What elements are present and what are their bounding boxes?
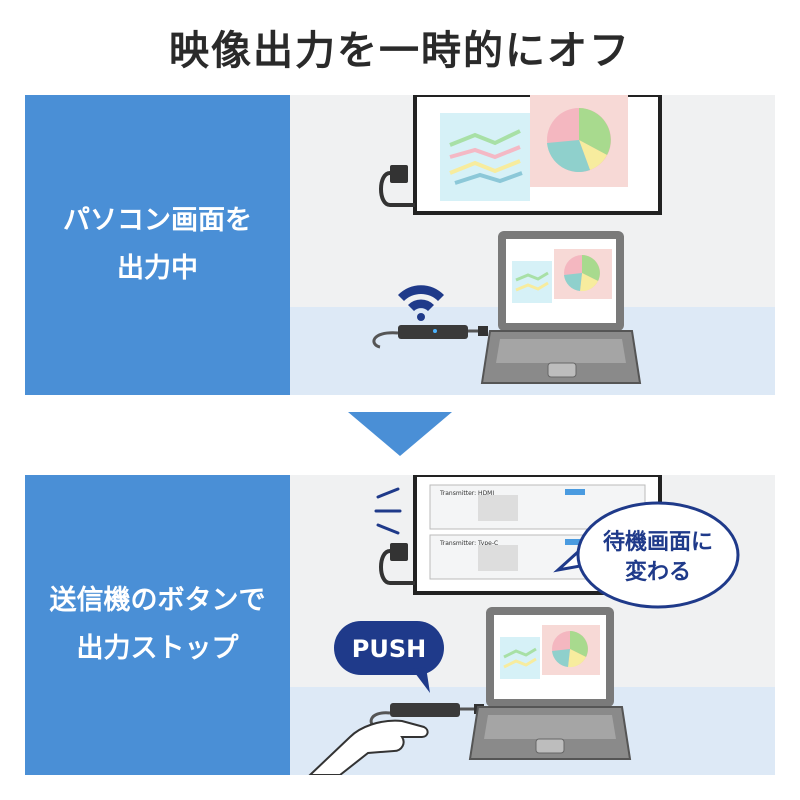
- laptop-icon: [480, 231, 642, 384]
- display-screen-icon: [413, 95, 662, 215]
- bubble-line1: 待機画面に: [603, 529, 713, 555]
- panel1-scene: [290, 95, 775, 395]
- panel2-label-box: 送信機のボタンで 出力ストップ: [25, 475, 290, 775]
- push-badge: PUSH: [334, 621, 444, 693]
- page-title: 映像出力を一時的にオフ: [169, 28, 631, 74]
- panel2-label: 送信機のボタンで 出力ストップ: [49, 585, 266, 664]
- down-arrow-icon: [348, 412, 452, 456]
- speech-bubble: 待機画面に 変わる: [553, 501, 740, 609]
- panel1-label-box: パソコン画面を 出力中: [25, 95, 290, 395]
- bubble-line2: 変わる: [625, 559, 691, 585]
- standby-row2-text: Transmitter: Type-C: [439, 540, 498, 547]
- standby-row1-text: Transmitter: HDMI: [439, 490, 494, 497]
- panel2-scene: Transmitter: HDMI Transmitter: Type-C 待機…: [290, 475, 775, 775]
- wifi-icon: [398, 285, 444, 321]
- panel1-label: パソコン画面を 出力中: [63, 205, 252, 284]
- emphasis-lines-icon: [374, 487, 402, 535]
- push-label: PUSH: [352, 635, 426, 663]
- transmitter-device-icon: [372, 325, 488, 349]
- pressing-hand-icon: [308, 719, 429, 775]
- laptop-icon: [468, 607, 632, 760]
